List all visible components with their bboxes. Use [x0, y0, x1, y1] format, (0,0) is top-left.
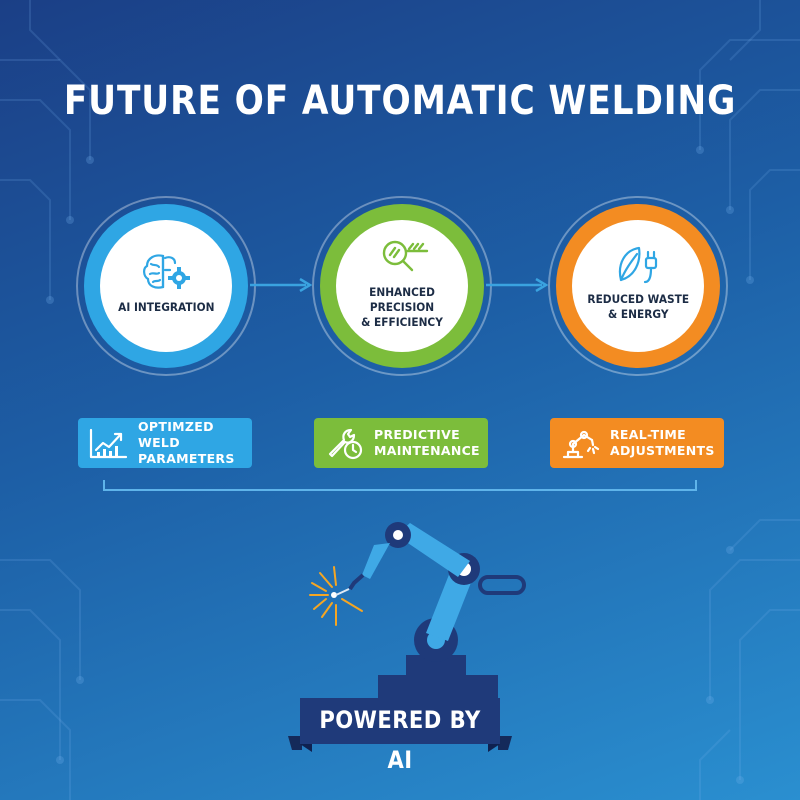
node-enhanced-precision: ENHANCED PRECISION & EFFICIENCY [312, 196, 492, 376]
grouping-bracket [103, 480, 697, 491]
robot-torch-body [362, 543, 390, 579]
wrench-clock-icon [328, 428, 363, 460]
node-label-line: ENHANCED PRECISION [369, 284, 435, 314]
pill-line: MAINTENANCE [374, 443, 480, 458]
node-label-line: & EFFICIENCY [361, 314, 443, 329]
page-title: FUTURE OF AUTOMATIC WELDING [63, 78, 737, 124]
spark-icon [309, 566, 363, 626]
robot-torch-tip [335, 588, 350, 596]
pill-line: OPTIMZED WELD [138, 419, 214, 450]
spark-core [331, 592, 337, 598]
rising-chart-icon [89, 428, 128, 459]
pill-text: REAL-TIME ADJUSTMENTS [610, 427, 715, 459]
banner-ribbon [288, 698, 512, 752]
brain-gear-icon [143, 253, 190, 289]
node-label-line: AI INTEGRATION [117, 299, 215, 314]
pill-text: OPTIMZED WELD PARAMETERS [138, 419, 252, 467]
node-label-line: & ENERGY [607, 307, 669, 321]
magnifier-weld-icon [382, 240, 429, 271]
node-inner: AI INTEGRATION [100, 220, 232, 352]
pill-optimized-weld-parameters: OPTIMZED WELD PARAMETERS [78, 418, 252, 468]
pill-real-time-adjustments: REAL-TIME ADJUSTMENTS [550, 418, 724, 468]
node-inner: ENHANCED PRECISION & EFFICIENCY [336, 220, 468, 352]
robot-arm-icon [562, 430, 600, 459]
robot-cable [478, 575, 526, 595]
node-inner: REDUCED WASTE & ENERGY [572, 220, 704, 352]
flow-arrow [250, 278, 312, 292]
pill-text: PREDICTIVE MAINTENANCE [374, 427, 480, 459]
pill-predictive-maintenance: PREDICTIVE MAINTENANCE [314, 418, 488, 468]
node-label: AI INTEGRATION [118, 300, 214, 315]
robot-upper-arm [396, 523, 470, 577]
pill-line: PREDICTIVE [374, 427, 460, 442]
robot-wrist-center [393, 530, 403, 540]
flow-arrow [486, 278, 548, 292]
node-label: REDUCED WASTE & ENERGY [587, 292, 689, 322]
robot-lower-arm [426, 567, 474, 641]
node-label: ENHANCED PRECISION & EFFICIENCY [341, 285, 462, 330]
node-reduced-waste: REDUCED WASTE & ENERGY [548, 196, 728, 376]
powered-by-banner-text: POWERED BY AI [319, 706, 481, 774]
node-label-line: REDUCED WASTE [587, 292, 689, 306]
robot-base [378, 675, 498, 701]
robot-welding-arm-illustration [309, 522, 526, 701]
robot-torch-nozzle [348, 573, 365, 591]
leaf-plug-icon [618, 246, 658, 284]
pill-line: REAL-TIME [610, 427, 687, 442]
pill-line: ADJUSTMENTS [610, 443, 715, 458]
node-outer-ring [548, 196, 728, 376]
node-ai-integration: AI INTEGRATION [76, 196, 256, 376]
pill-line: PARAMETERS [138, 451, 235, 466]
